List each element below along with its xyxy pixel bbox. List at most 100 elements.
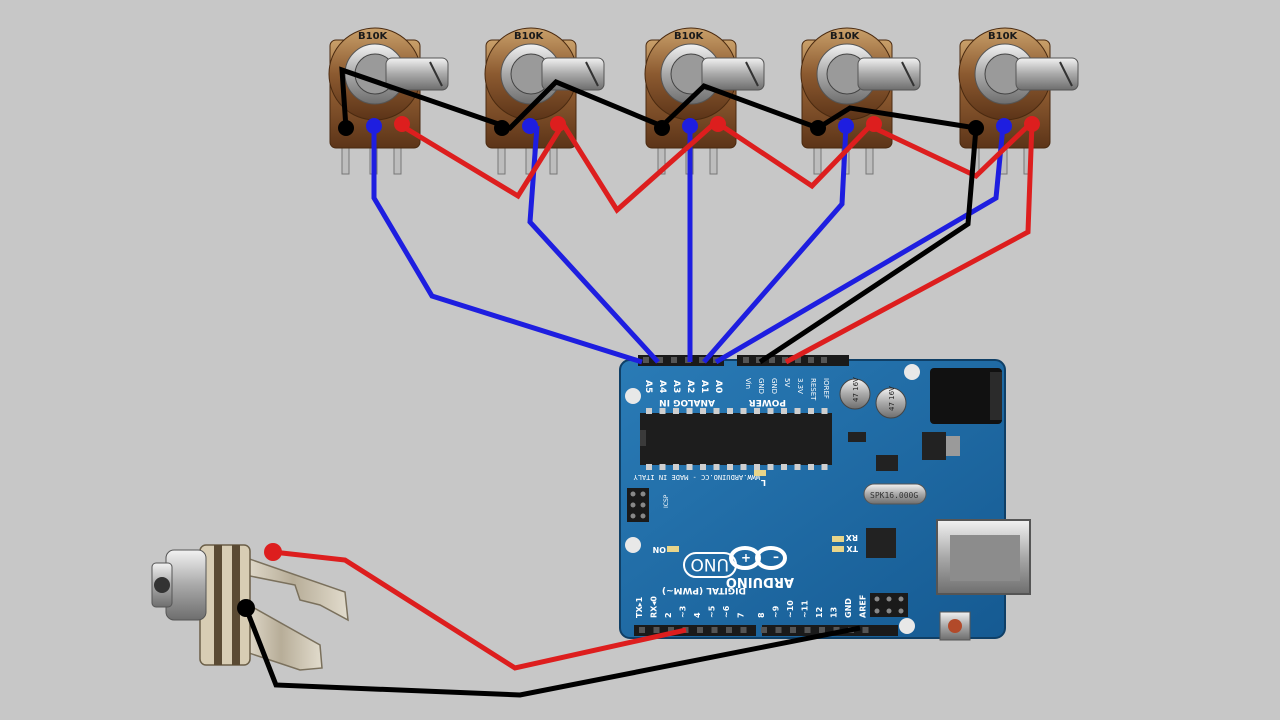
ground-wire-to-gnd bbox=[758, 127, 979, 365]
jack-tip-wire bbox=[272, 549, 687, 671]
signal-terminal bbox=[366, 118, 382, 134]
made-in-italy-label: WWW.ARDUINO.CC - MADE IN ITALY bbox=[633, 473, 760, 481]
digital-pin-label: ~3 bbox=[679, 606, 688, 618]
reset-button bbox=[939, 611, 971, 641]
capacitor: 47 16V bbox=[875, 386, 907, 419]
arduino-logo: – + ARDUINO bbox=[726, 546, 794, 589]
power-terminal bbox=[550, 116, 566, 132]
signal-terminal bbox=[838, 118, 854, 134]
power-pin-label: RESET bbox=[809, 378, 817, 401]
digital-pin-label: 7 bbox=[737, 612, 746, 618]
power-pin-label: 5V bbox=[783, 378, 791, 387]
mounting-hole bbox=[625, 388, 641, 404]
power-terminal bbox=[394, 116, 410, 132]
digital-header-low bbox=[634, 625, 756, 636]
mounting-hole bbox=[899, 618, 915, 634]
power-pin-label: Vin bbox=[744, 378, 752, 389]
svg-text:+: + bbox=[741, 551, 751, 565]
power-terminal bbox=[710, 116, 726, 132]
digital-pin-label: ~5 bbox=[708, 605, 717, 618]
power-terminal bbox=[1024, 116, 1040, 132]
usb-b-port bbox=[936, 519, 1031, 595]
status-leds bbox=[667, 470, 844, 552]
potentiometer: B10K bbox=[800, 27, 921, 175]
power-pin-label: GND bbox=[770, 378, 778, 394]
analog-pin-label: A1 bbox=[699, 380, 709, 393]
analog-pin-label: A2 bbox=[685, 380, 695, 393]
smd-chip bbox=[876, 455, 898, 471]
signal-terminal bbox=[682, 118, 698, 134]
signal-wires bbox=[371, 125, 1006, 365]
jack-sleeve-terminal bbox=[237, 599, 255, 617]
dc-jack-face bbox=[990, 372, 1002, 420]
brand-label: ARDUINO bbox=[726, 574, 794, 589]
analog-header bbox=[638, 355, 724, 366]
on-label: ON bbox=[653, 545, 667, 554]
analog-pin-label: A4 bbox=[657, 380, 667, 393]
analog-header-label: ANALOG IN bbox=[659, 397, 715, 407]
icsp-header bbox=[870, 593, 908, 617]
capacitor: 47 16V bbox=[839, 377, 871, 410]
power-pin-labels: Vin GND GND 5V 3.3V RESET IOREF bbox=[743, 357, 830, 401]
svg-text:47 16V: 47 16V bbox=[888, 386, 896, 411]
uno-badge: UNO bbox=[683, 552, 737, 578]
power-terminal bbox=[866, 116, 882, 132]
audio-jack bbox=[151, 544, 349, 671]
power-header-label: POWER bbox=[749, 397, 786, 407]
digital-pin-label: ~6 bbox=[722, 605, 731, 618]
signal-terminal bbox=[522, 118, 538, 134]
signal-wire-pot1 bbox=[371, 126, 643, 365]
wire-terminals bbox=[237, 116, 1040, 617]
power-pin-label: GND bbox=[757, 378, 765, 394]
svg-text:SPK16.000G: SPK16.000G bbox=[870, 491, 918, 500]
potentiometer: B10K bbox=[958, 27, 1079, 175]
model-label: UNO bbox=[690, 554, 729, 574]
analog-pin-label: A5 bbox=[643, 380, 653, 393]
digital-pin-label: ~9 bbox=[772, 605, 781, 618]
digital-pin-label: ~10 bbox=[786, 600, 795, 618]
potentiometer-label: B10K bbox=[674, 31, 705, 42]
digital-pin-label: 12 bbox=[815, 607, 824, 618]
digital-pin-label: 8 bbox=[757, 612, 766, 618]
power-pin-label: 3.3V bbox=[796, 378, 804, 394]
signal-wire-pot2 bbox=[527, 125, 660, 364]
potentiometer-label: B10K bbox=[514, 31, 545, 42]
rx-label: RX bbox=[845, 533, 858, 542]
voltage-regulator bbox=[922, 432, 946, 460]
digital-pin-label: ~11 bbox=[801, 600, 810, 618]
ground-terminal bbox=[810, 120, 826, 136]
icsp-header bbox=[627, 488, 649, 522]
power-pin-label: IOREF bbox=[822, 378, 830, 399]
wires bbox=[243, 66, 1035, 698]
tx-label: TX bbox=[846, 544, 858, 553]
power-wire-to-5v bbox=[784, 121, 1035, 365]
ground-terminal bbox=[494, 120, 510, 136]
mounting-hole bbox=[625, 537, 641, 553]
jack-tip-terminal bbox=[264, 543, 282, 561]
digital-pin-label: AREF bbox=[859, 595, 868, 618]
mounting-hole bbox=[904, 364, 920, 380]
digital-pin-label: 13 bbox=[830, 607, 839, 618]
analog-pin-label: A0 bbox=[713, 380, 723, 393]
digital-pin-label: 4 bbox=[693, 612, 702, 618]
jack-sleeve-wire bbox=[243, 607, 861, 698]
ground-terminal bbox=[338, 120, 354, 136]
ground-terminal bbox=[654, 120, 670, 136]
potentiometer-label: B10K bbox=[358, 31, 389, 42]
analog-pin-label: A3 bbox=[671, 380, 681, 393]
potentiometer-label: B10K bbox=[988, 31, 1019, 42]
potentiometer-label: B10K bbox=[830, 31, 861, 42]
digital-pin-label: GND bbox=[844, 598, 853, 618]
signal-terminal bbox=[996, 118, 1012, 134]
ground-terminal bbox=[968, 120, 984, 136]
potentiometer: B10K bbox=[484, 27, 605, 175]
digital-pin-label: RX◂0 bbox=[650, 596, 659, 618]
digital-header-high bbox=[762, 625, 898, 636]
svg-text:–: – bbox=[773, 551, 779, 565]
l-label: L bbox=[761, 478, 766, 487]
svg-text:47 16V: 47 16V bbox=[852, 377, 860, 402]
atmega328-chip bbox=[640, 408, 832, 470]
